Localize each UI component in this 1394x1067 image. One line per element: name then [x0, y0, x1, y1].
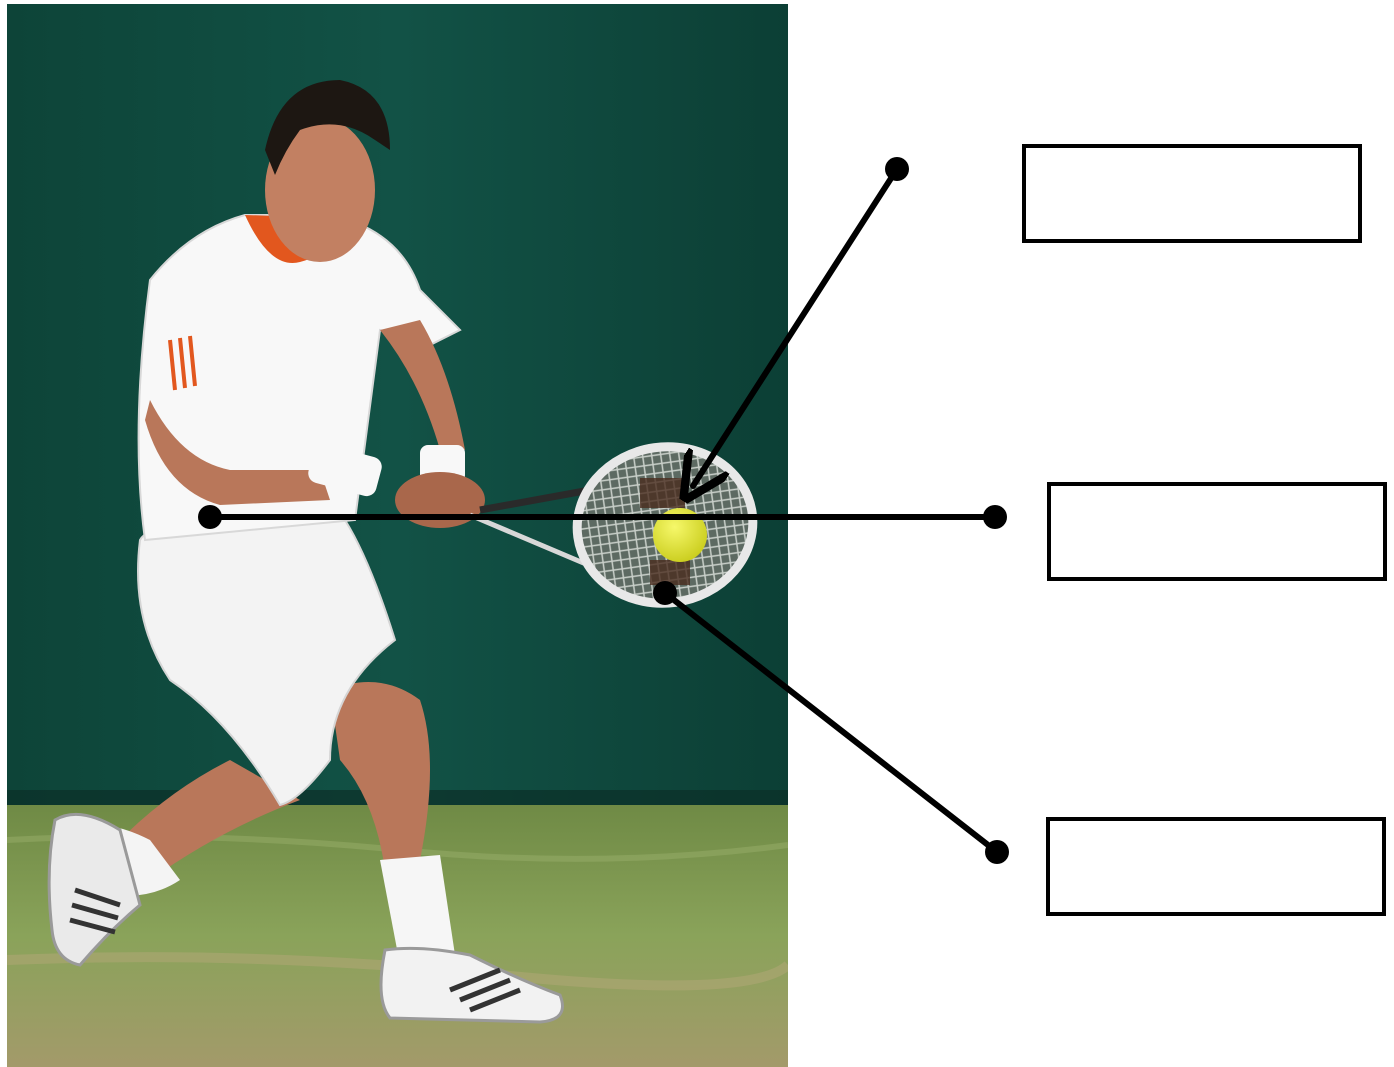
tennis-player-photo — [7, 4, 788, 1067]
label-box-3[interactable] — [1046, 817, 1386, 916]
leader-line-racket — [662, 590, 1000, 855]
leader-lines — [207, 166, 1000, 855]
left-arm — [145, 400, 330, 505]
dot-player-end — [983, 505, 1007, 529]
label-box-1[interactable] — [1022, 144, 1362, 243]
dot-ball-start — [885, 157, 909, 181]
label-box-2[interactable] — [1047, 482, 1387, 581]
back-leg — [47, 760, 300, 967]
leader-line-ball — [693, 166, 900, 486]
tennis-ball — [653, 508, 707, 562]
head — [265, 80, 390, 262]
right-arm — [380, 320, 465, 450]
dot-racket-start — [653, 581, 677, 605]
dot-racket-end — [985, 840, 1009, 864]
leader-dots — [198, 157, 1009, 864]
front-leg — [330, 682, 564, 1024]
shirt — [137, 214, 462, 542]
dot-player-start — [198, 505, 222, 529]
